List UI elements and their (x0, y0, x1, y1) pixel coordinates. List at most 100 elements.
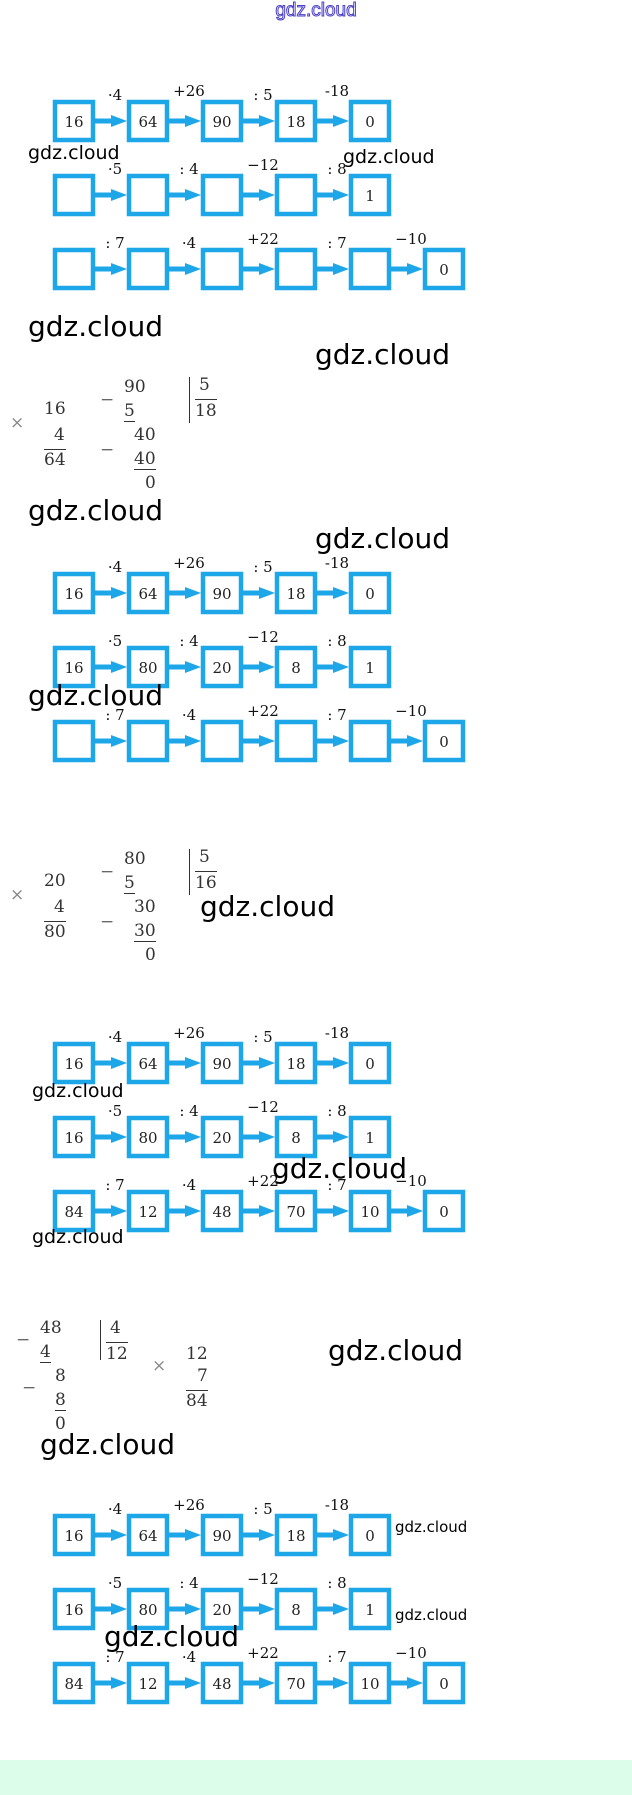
operation-label: : 8 (327, 1102, 346, 1120)
operation-label: −12 (247, 628, 279, 646)
box-value: 48 (212, 1203, 231, 1221)
multiply-sign: × (152, 1356, 167, 1376)
box-value: 0 (365, 585, 375, 603)
operation-label: −10 (395, 1172, 427, 1190)
box-value: 0 (439, 261, 449, 279)
division-line (106, 1342, 128, 1343)
operation-label: ·4 (108, 86, 122, 104)
subtrahend: 40 (134, 449, 156, 470)
operation-label: ·4 (182, 1176, 196, 1194)
empty-answer-box (348, 719, 392, 763)
empty-answer-box (200, 173, 244, 217)
box-value: 8 (291, 659, 301, 677)
operation-label: : 7 (327, 706, 346, 724)
multiplier: 4 (54, 897, 65, 917)
arrow-head-icon (111, 263, 127, 275)
arrow-head-icon (333, 587, 349, 599)
arrow-head-icon (259, 661, 275, 673)
value-box (52, 1587, 96, 1631)
box-value: 18 (286, 1055, 305, 1073)
box-value: 12 (138, 1675, 157, 1693)
box-value: 70 (286, 1675, 305, 1693)
dividend: 90 (124, 377, 146, 397)
box-value: 16 (64, 585, 83, 603)
box-value: 10 (360, 1203, 379, 1221)
value-box (274, 1513, 318, 1557)
arrow-head-icon (111, 189, 127, 201)
arrow-head-icon (111, 1529, 127, 1541)
box-value: 64 (138, 1527, 157, 1545)
empty-answer-box (274, 173, 318, 217)
operation-label: ·5 (108, 632, 122, 650)
value-box (348, 173, 392, 217)
arrow-head-icon (333, 1603, 349, 1615)
operation-label: : 4 (179, 1102, 198, 1120)
subtrahend: 8 (55, 1390, 66, 1411)
box-value: 0 (365, 1055, 375, 1073)
arrow-head-icon (333, 1529, 349, 1541)
operation-label: : 8 (327, 1574, 346, 1592)
arrow-head-icon (111, 735, 127, 747)
empty-answer-box (348, 247, 392, 291)
operation-chain: 16·580: 420−128: 81 (52, 1098, 392, 1159)
value-box (200, 1115, 244, 1159)
value-box (348, 1587, 392, 1631)
box-value: 64 (138, 1055, 157, 1073)
arrow-head-icon (333, 1057, 349, 1069)
calculation-block-1: × 16 4 64 − 90 5 − 40 40 0 5 18 (0, 375, 260, 495)
final-remainder: 0 (145, 945, 156, 965)
footer-band (0, 1760, 632, 1795)
value-box (52, 1115, 96, 1159)
box-value: 0 (365, 1527, 375, 1545)
watermark: gdz.cloud (343, 146, 435, 168)
arrow-head-icon (185, 1603, 201, 1615)
watermark: gdz.cloud (40, 1428, 175, 1461)
division-line (195, 871, 217, 872)
value-box (422, 247, 466, 291)
arrow-head-icon (333, 735, 349, 747)
product: 80 (44, 921, 66, 942)
subtrahend: 5 (124, 873, 135, 894)
value-box (274, 1115, 318, 1159)
operation-label: : 4 (179, 1574, 198, 1592)
site-title[interactable]: gdz.cloud (275, 0, 357, 22)
watermark: gdz.cloud (32, 1226, 124, 1248)
divisor: 5 (199, 847, 210, 867)
watermark: gdz.cloud (28, 310, 163, 343)
value-box (126, 1661, 170, 1705)
minus-sign: − (100, 390, 115, 410)
operation-label: ·4 (108, 1028, 122, 1046)
operation-label: +26 (173, 1496, 205, 1514)
operation-label: : 7 (327, 1648, 346, 1666)
operation-label: +26 (173, 1024, 205, 1042)
arrow-head-icon (185, 1677, 201, 1689)
arrow-head-icon (111, 115, 127, 127)
watermark: gdz.cloud (315, 338, 450, 371)
box-value: 90 (212, 1055, 231, 1073)
box-value: 20 (212, 659, 231, 677)
arrow-head-icon (259, 1677, 275, 1689)
empty-answer-box (126, 247, 170, 291)
watermark: gdz.cloud (272, 1152, 407, 1185)
box-value: 16 (64, 113, 83, 131)
arrow-head-icon (333, 115, 349, 127)
value-box (422, 1661, 466, 1705)
operation-label: +22 (247, 1644, 279, 1662)
operation-label: −12 (247, 156, 279, 174)
value-box (200, 99, 244, 143)
value-box (126, 1189, 170, 1233)
value-box (274, 1041, 318, 1085)
box-value: 1 (365, 1129, 375, 1147)
operation-label: : 7 (105, 706, 124, 724)
box-value: 12 (138, 1203, 157, 1221)
arrow-head-icon (259, 1205, 275, 1217)
box-value: 20 (212, 1601, 231, 1619)
operation-label: : 5 (253, 1028, 272, 1046)
watermark: gdz.cloud (315, 522, 450, 555)
watermark: gdz.cloud (104, 1620, 239, 1653)
box-value: 80 (138, 1129, 157, 1147)
division-bar (189, 849, 190, 895)
